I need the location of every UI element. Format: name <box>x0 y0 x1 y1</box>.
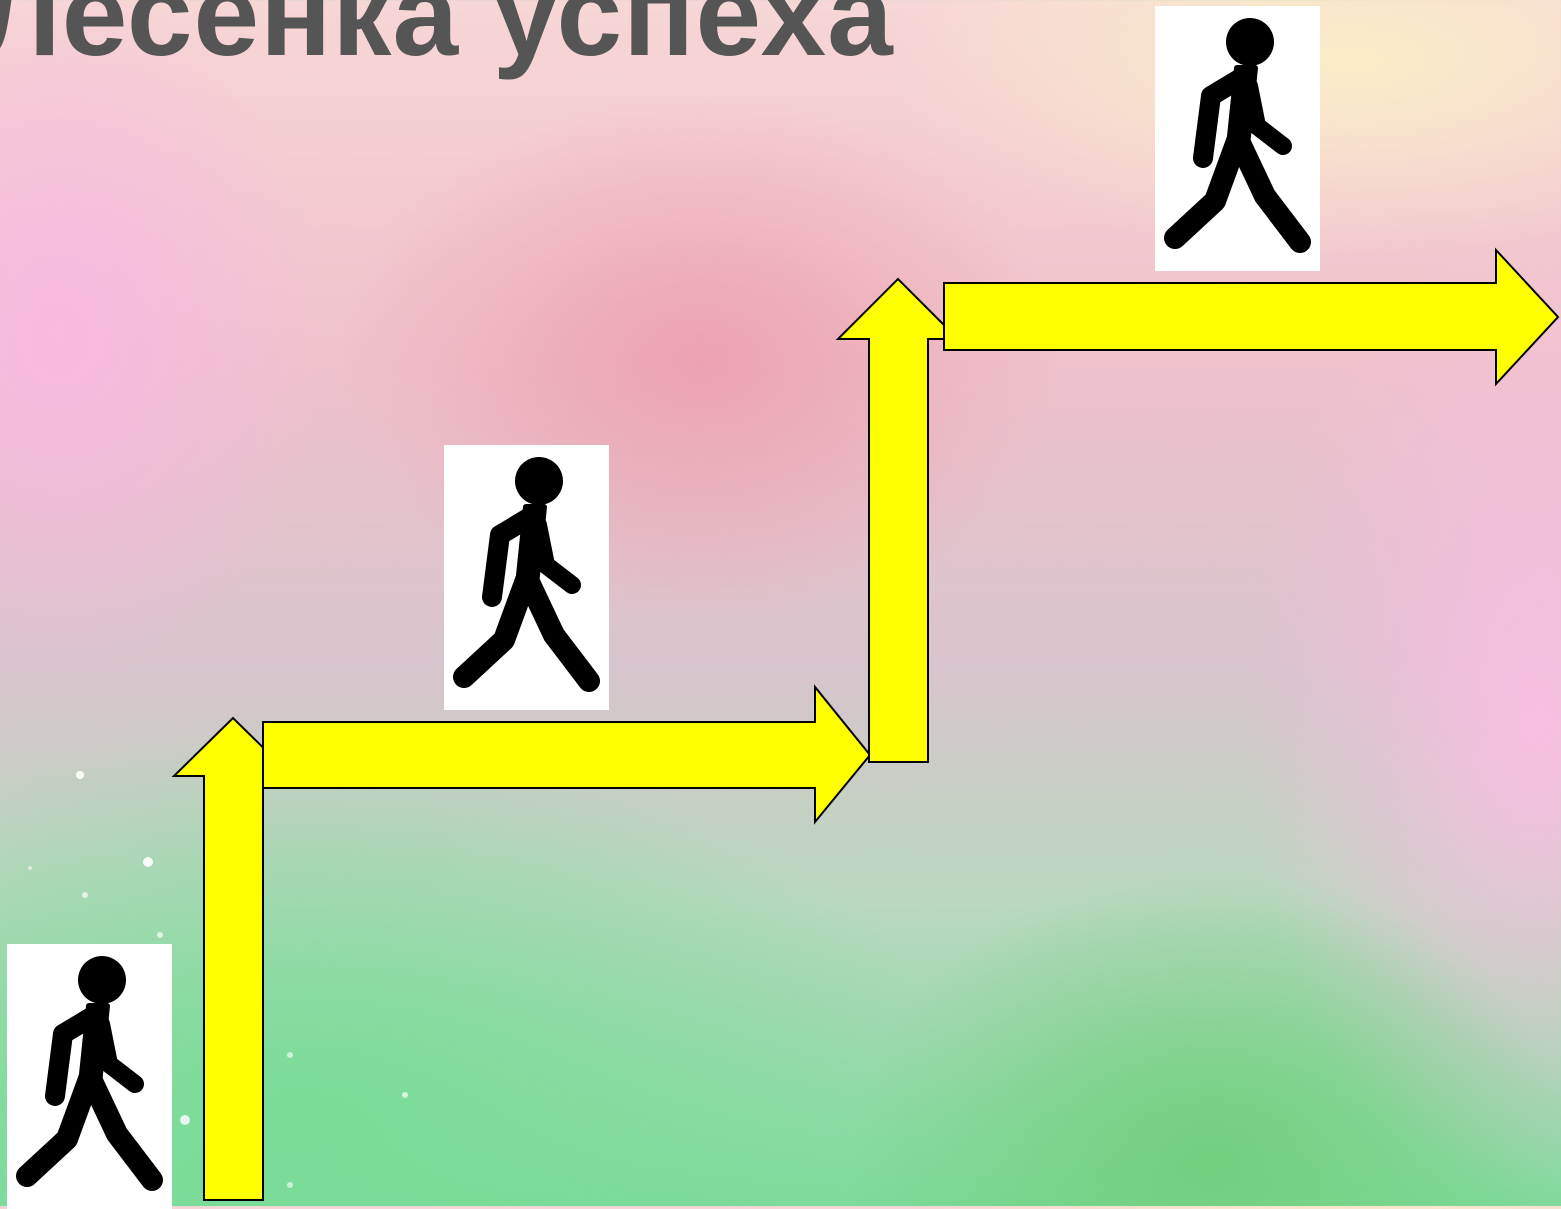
right-arrow-1 <box>262 684 872 825</box>
up-arrow-2 <box>835 277 961 763</box>
walking-person-icon <box>444 445 609 710</box>
slide-title: Лесенка успеха <box>0 0 894 81</box>
up-arrow-1 <box>171 716 295 1201</box>
walking-person-icon <box>7 944 172 1209</box>
walking-person-icon <box>1155 6 1320 271</box>
right-arrow-2 <box>943 247 1560 387</box>
